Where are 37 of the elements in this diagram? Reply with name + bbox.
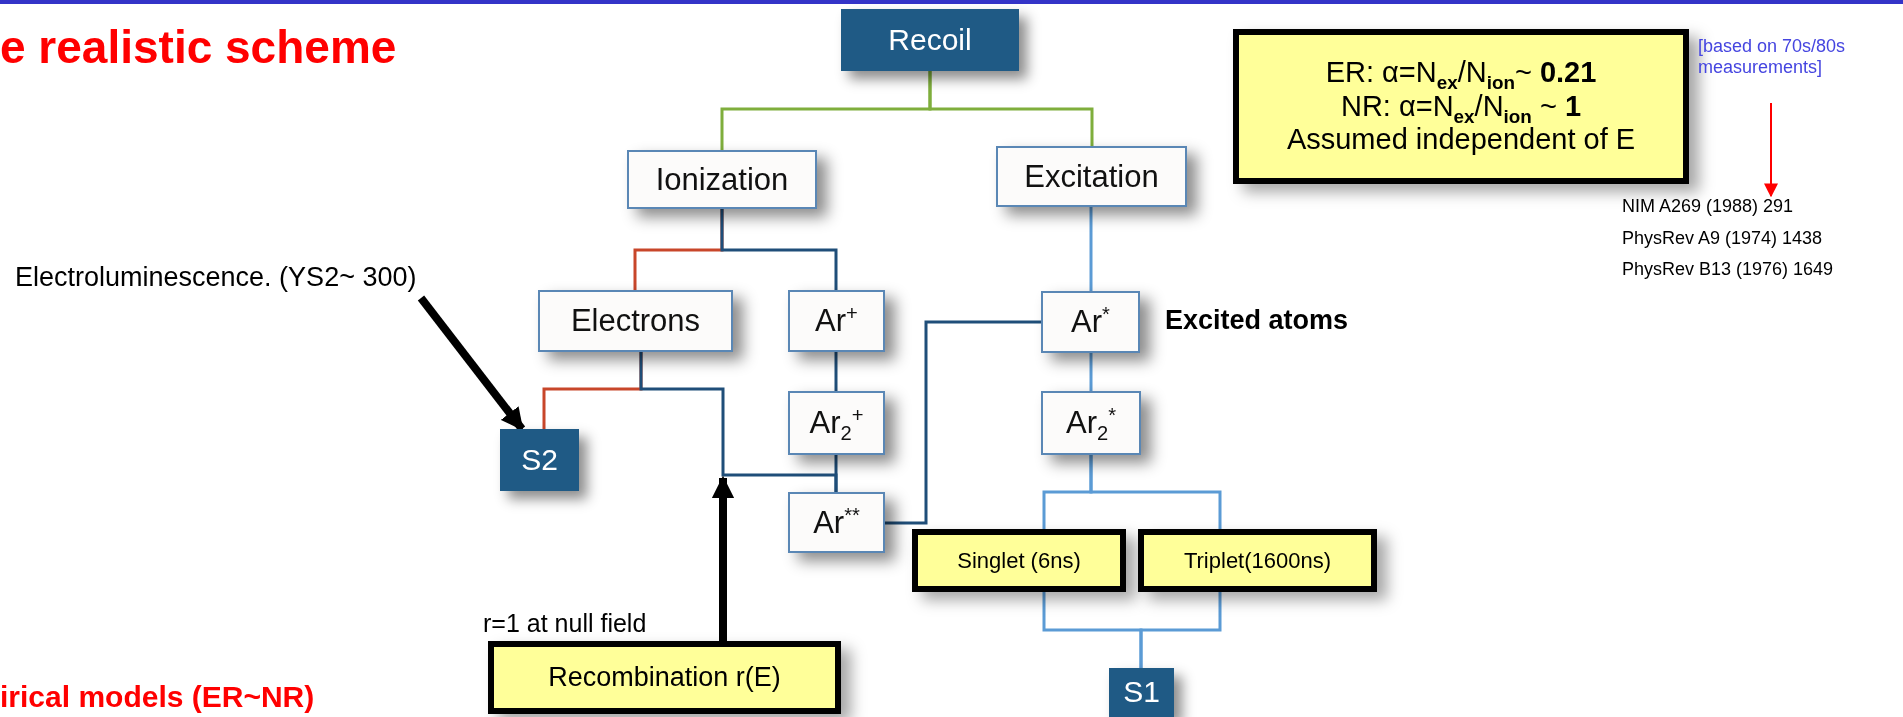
annotation-text: [based on 70s/80s measurements] xyxy=(1698,36,1847,78)
reference-text: NIM A269 (1988) 291 xyxy=(1622,196,1794,217)
process-box xyxy=(538,290,733,352)
process-box xyxy=(627,150,817,209)
box-label: NR: α=N$_{ex}$/N$_{ion}$ ~ 1 xyxy=(1340,89,1582,124)
highlight-box xyxy=(912,529,1126,592)
section-heading: irical models (ER~NR) xyxy=(0,680,315,714)
box-label: S1 xyxy=(1123,675,1160,710)
box-label: Ar$^{+}$ xyxy=(815,303,858,339)
process-box xyxy=(841,9,1019,71)
box-label: Singlet (6ns) xyxy=(957,547,1081,574)
process-box xyxy=(1041,391,1141,455)
process-box xyxy=(788,290,885,352)
process-box xyxy=(1109,668,1174,717)
process-box xyxy=(788,391,885,455)
highlight-box xyxy=(1138,529,1377,592)
process-box xyxy=(788,492,885,553)
process-box xyxy=(500,429,579,491)
annotation-text: Electroluminescence. (YS2~ 300) xyxy=(15,262,417,294)
box-label: Triplet(1600ns) xyxy=(1183,547,1332,574)
reference-text: PhysRev A9 (1974) 1438 xyxy=(1622,227,1823,249)
slide-title: e realistic scheme xyxy=(0,20,397,74)
node-caption: Excited atoms xyxy=(1165,305,1349,336)
process-box xyxy=(996,146,1187,207)
node-caption: r=1 at null field xyxy=(483,609,647,638)
box-label: Recoil xyxy=(888,22,972,58)
box-label: Recombination r(E) xyxy=(548,661,781,693)
reference-text: PhysRev B13 (1976) 1649 xyxy=(1622,259,1834,281)
highlight-box xyxy=(1233,29,1689,184)
box-label: S2 xyxy=(521,442,558,478)
box-label: Ar$^{**}$ xyxy=(813,504,860,541)
box-label: Ionization xyxy=(655,161,789,198)
box-label: Excitation xyxy=(1024,158,1159,195)
box-label: Assumed independent of E xyxy=(1286,123,1636,157)
box-label: Ar$^{*}$ xyxy=(1071,304,1110,340)
box-label: Electrons xyxy=(570,303,701,339)
box-label: ER: α=N$_{ex}$/N$_{ion}$~ 0.21 xyxy=(1325,56,1597,90)
